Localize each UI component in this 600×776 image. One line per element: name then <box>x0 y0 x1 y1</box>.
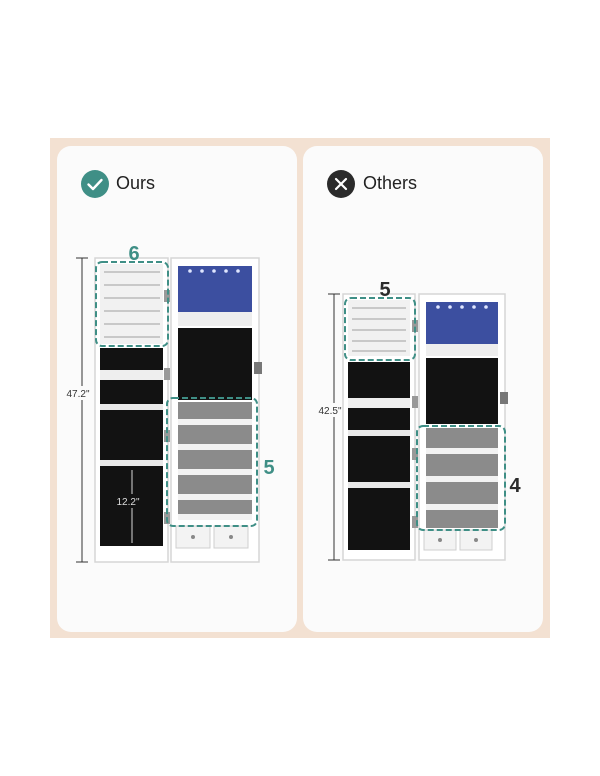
others-shelf-count: 4 <box>509 475 521 497</box>
ours-door-count: 6 <box>128 243 139 265</box>
ours-title: Ours <box>116 173 156 193</box>
ours-shelf-count: 5 <box>263 457 274 479</box>
x-badge <box>327 170 355 198</box>
others-door-count: 5 <box>379 279 390 301</box>
check-badge <box>81 170 109 198</box>
others-height-label: 42.5" <box>318 406 341 417</box>
others-cabinet: 42.5" <box>314 279 521 561</box>
check-icon <box>81 170 109 198</box>
ours-height-label: 47.2" <box>66 389 89 400</box>
x-icon <box>327 170 355 198</box>
ours-inner-label: 12.2" <box>116 497 139 508</box>
ours-cabinet: 47.2" 12.2" <box>62 243 275 563</box>
others-title: Others <box>363 173 418 193</box>
